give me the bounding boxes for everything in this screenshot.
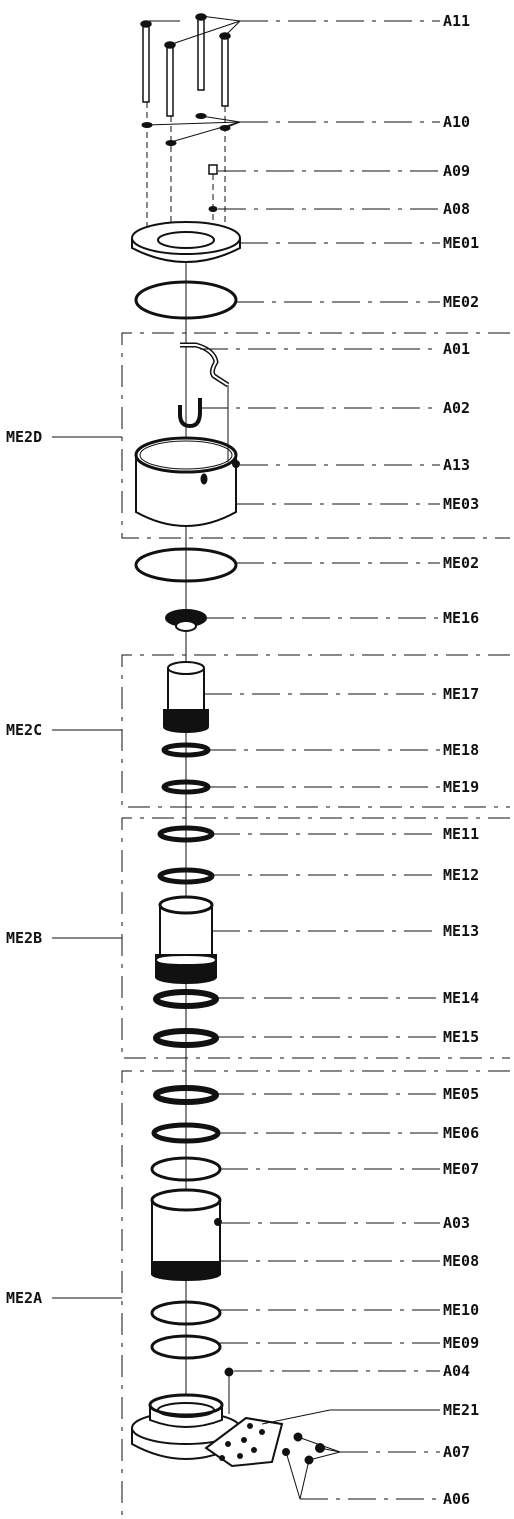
part-label-me17: ME17 — [443, 685, 479, 703]
part-label-me15: ME15 — [443, 1028, 479, 1046]
part-drawings — [131, 13, 325, 1468]
sleeve-me13 — [155, 895, 217, 984]
part-label-me14: ME14 — [443, 989, 479, 1007]
oring-me09 — [150, 1334, 222, 1360]
part-label-me19: ME19 — [443, 778, 479, 796]
leader-lines — [52, 15, 440, 1500]
oring-me10 — [150, 1300, 222, 1326]
part-label-a10: A10 — [443, 113, 470, 131]
sleeve-me17 — [163, 661, 209, 733]
part-label-a08: A08 — [443, 200, 470, 218]
part-label-a04: A04 — [443, 1362, 470, 1380]
part-label-a03: A03 — [443, 1214, 470, 1232]
screw-a09 — [208, 164, 218, 175]
part-label-a13: A13 — [443, 456, 470, 474]
part-label-me10: ME10 — [443, 1301, 479, 1319]
part-label-a09: A09 — [443, 162, 470, 180]
plug-me16 — [165, 609, 207, 632]
group-box-me2c — [121, 654, 510, 808]
group-box-me2a — [121, 1070, 510, 1519]
part-label-me01: ME01 — [443, 234, 479, 252]
group-label-me2d: ME2D — [6, 428, 42, 446]
part-label-me16: ME16 — [443, 609, 479, 627]
cylinder-me03 — [134, 436, 238, 527]
hook-a02 — [178, 398, 202, 429]
fitting-a13 — [232, 460, 240, 468]
part-label-me08: ME08 — [443, 1252, 479, 1270]
part-label-me05: ME05 — [443, 1085, 479, 1103]
group-box-me2d — [121, 332, 510, 539]
holes-me21 — [219, 1423, 265, 1461]
ring-me12 — [157, 867, 215, 885]
part-label-a02: A02 — [443, 399, 470, 417]
part-label-me02-top: ME02 — [443, 293, 479, 311]
part-label-a11: A11 — [443, 12, 470, 30]
part-label-me06: ME06 — [443, 1124, 479, 1142]
part-labels: A11 A10 A09 A08 ME01 ME02 A01 A02 A13 ME… — [443, 12, 479, 1508]
group-label-me2b: ME2B — [6, 929, 42, 947]
part-label-a06: A06 — [443, 1490, 470, 1508]
part-label-me11: ME11 — [443, 825, 479, 843]
oring-me02-top — [134, 280, 238, 320]
oring-me02-bottom — [134, 547, 238, 583]
ball-a04 — [224, 1367, 234, 1377]
group-label-me2a: ME2A — [6, 1289, 42, 1307]
part-label-me12: ME12 — [443, 866, 479, 884]
part-label-me03: ME03 — [443, 495, 479, 513]
part-label-me09: ME09 — [443, 1334, 479, 1352]
ring-me15 — [153, 1028, 219, 1048]
group-label-me2c: ME2C — [6, 721, 42, 739]
part-label-me02-bottom: ME02 — [443, 554, 479, 572]
part-label-a07: A07 — [443, 1443, 470, 1461]
part-label-me07: ME07 — [443, 1160, 479, 1178]
ring-me14 — [153, 989, 219, 1009]
group-labels: ME2D ME2C ME2B ME2A — [6, 428, 42, 1307]
sleeve-me08 — [150, 1188, 222, 1281]
flange-me01 — [131, 221, 241, 263]
part-label-a01: A01 — [443, 340, 470, 358]
ring-me05 — [153, 1085, 219, 1105]
fitting-a03 — [214, 1218, 222, 1226]
part-label-me13: ME13 — [443, 922, 479, 940]
part-label-me21: ME21 — [443, 1401, 479, 1419]
part-label-me18: ME18 — [443, 741, 479, 759]
